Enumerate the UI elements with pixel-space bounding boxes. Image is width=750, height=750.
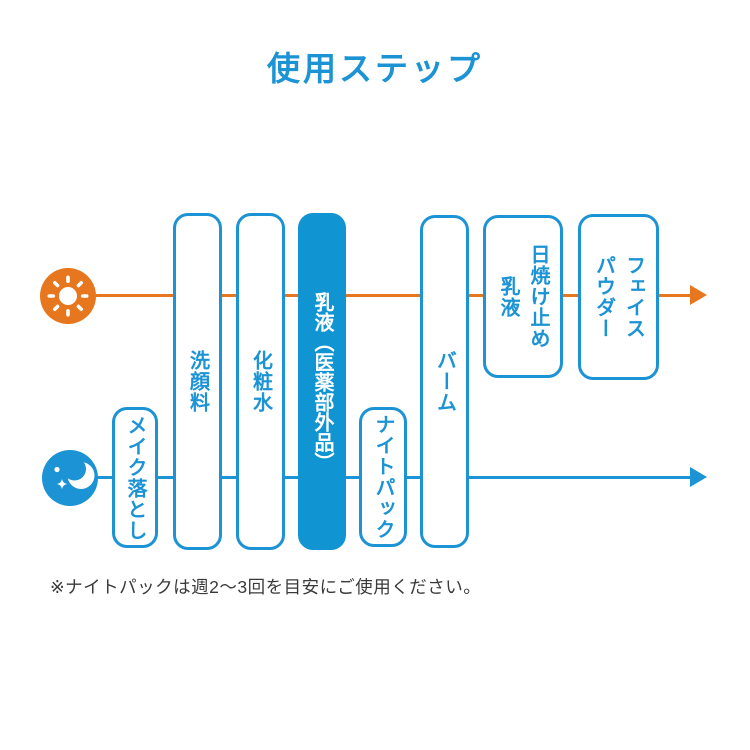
step-box-sunscreen-milk: 日焼け止め 乳液 [483,215,563,378]
step-box-balm: バーム [420,215,469,548]
step-label-night-pack: ナイトパック [372,414,394,540]
usage-note: ※ナイトパックは週2〜3回を目安にご使用ください。 [50,577,482,597]
step-box-toner: 化粧水 [236,213,285,550]
day-route-arrowhead [690,285,707,305]
step-label-makeup-remover: メイク落とし [124,414,146,541]
day-route-line [96,294,692,297]
night-route-arrowhead [690,467,707,487]
step-label-face-wash: 洗顔料 [186,350,209,413]
step-label-balm: バーム [433,350,456,413]
step-box-makeup-remover: メイク落とし [112,407,158,548]
step-label-sunscreen-milk: 日焼け止め 乳液 [497,244,549,349]
step-label-face-powder: フェイス パウダー [592,255,645,339]
page-title: 使用ステップ [267,50,483,87]
step-box-night-pack: ナイトパック [359,407,407,547]
moon-icon [42,450,98,506]
step-label-milky-lotion: 乳液（医薬部外品） [311,291,333,472]
step-box-face-wash: 洗顔料 [173,213,222,550]
step-label-toner: 化粧水 [249,350,272,413]
sun-icon [40,268,96,324]
step-box-face-powder: フェイス パウダー [578,214,659,380]
step-box-milky-lotion: 乳液（医薬部外品） [298,213,346,550]
